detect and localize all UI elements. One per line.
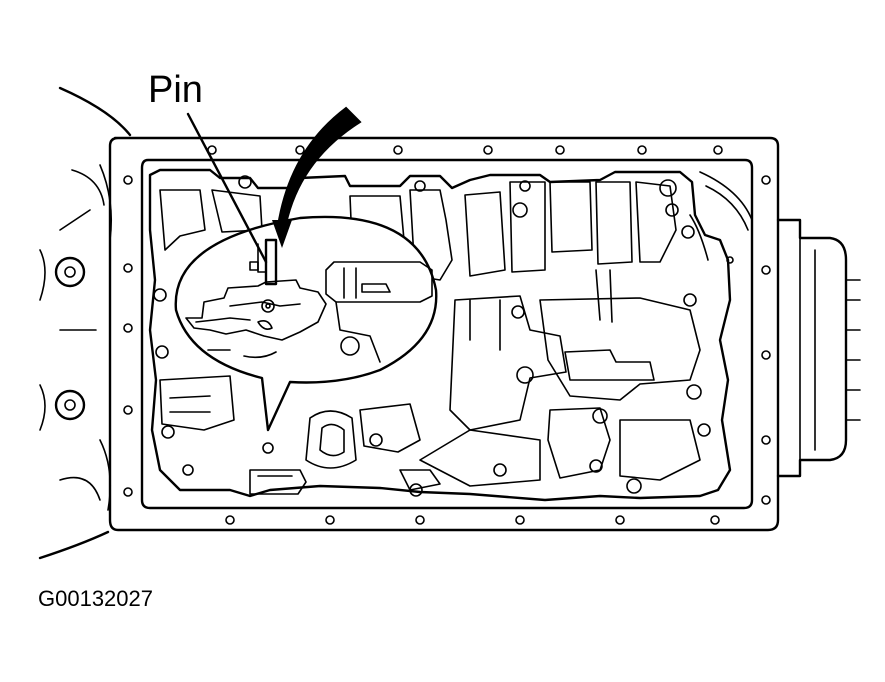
extension-housing xyxy=(699,171,861,478)
figure-id: G00132027 xyxy=(38,586,153,611)
callout-bubble xyxy=(174,215,438,432)
pin-leader-line xyxy=(186,112,268,264)
valve-body xyxy=(148,168,734,502)
pointer-arrow xyxy=(272,106,362,248)
transmission-case xyxy=(38,86,132,560)
bolt-holes xyxy=(123,145,771,525)
pin-label: Pin xyxy=(148,69,203,111)
pan-flange xyxy=(108,136,780,532)
